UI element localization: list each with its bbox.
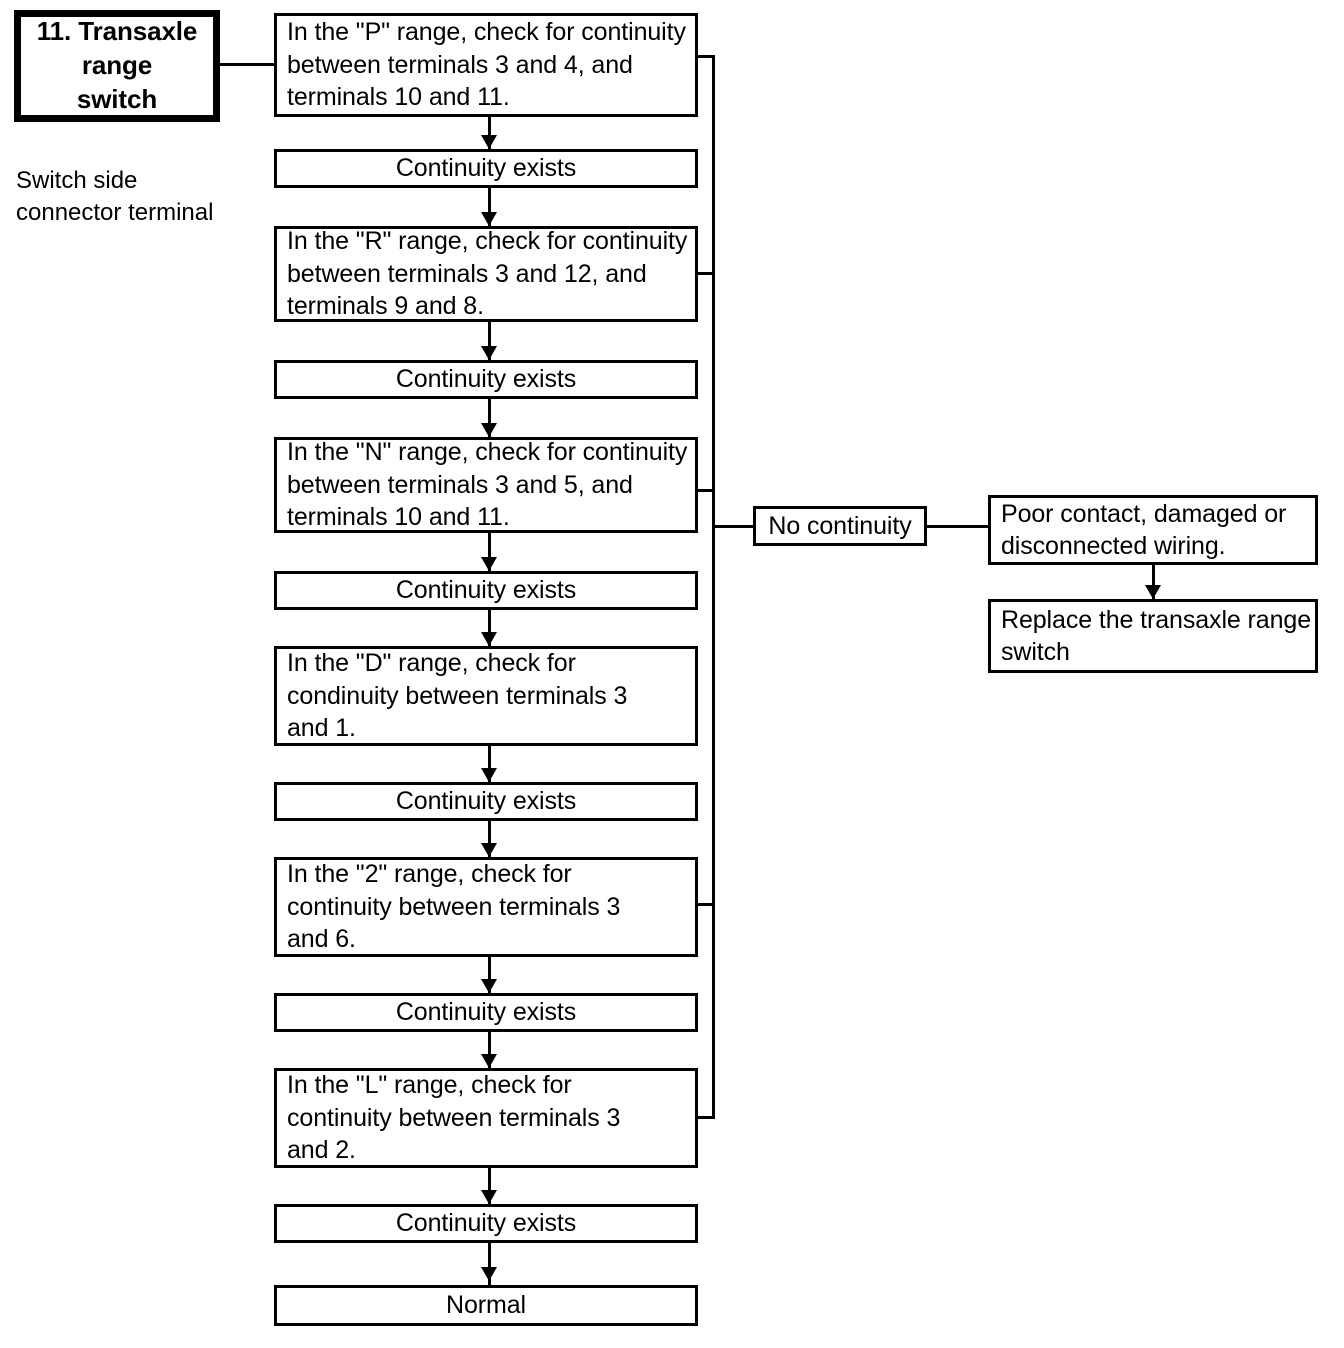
arrow-line-check-n-to-result-n [488,533,491,571]
step-result-p-label: Continuity exists [395,154,577,183]
branch-action-box: Replace the transaxle range switch [988,599,1318,673]
step-result-n: Continuity exists [274,571,698,610]
arrow-line-result-p-to-check-r [488,188,491,228]
branch-stub-check-2 [695,903,715,906]
branch-stub-check-l [695,1116,715,1119]
arrow-head-check-n-to-result-n [481,557,497,571]
arrow-head-result-r-to-check-n [481,423,497,437]
step-result-2: Continuity exists [274,993,698,1032]
step-check-l: In the "L" range, check for continuity b… [274,1068,698,1168]
step-result-r: Continuity exists [274,360,698,399]
branch-stub-check-r [695,272,715,275]
step-result-2-label: Continuity exists [395,998,577,1027]
step-result-p: Continuity exists [274,149,698,188]
arrow-head-cause-to-action [1145,585,1161,599]
step-result-l: Continuity exists [274,1204,698,1243]
branch-stub-check-n [695,489,715,492]
arrow-line-check-l-to-result-l [488,1168,491,1204]
connector-bus-to-no-continuity [712,525,756,528]
step-check-r: In the "R" range, check for continuity b… [274,226,698,322]
arrow-line-result-n-to-check-d [488,610,491,648]
arrow-head-result-2-to-check-l [481,1054,497,1068]
arrow-line-check-d-to-result-d [488,746,491,782]
title-box-transaxle-range-switch: 11. Transaxle range switch [14,10,220,122]
arrow-line-cause-to-action [1152,565,1155,600]
branch-no-continuity: No continuity [753,506,927,546]
connector-no-continuity-to-cause [927,525,991,528]
arrow-head-result-d-to-check-2 [481,843,497,857]
arrow-line-result-d-to-check-2 [488,821,491,858]
step-check-p-label: In the "P" range, check for continuity b… [287,18,686,112]
step-check-d-label: In the "D" range, check for condinuity b… [287,649,628,743]
step-check-n-label: In the "N" range, check for continuity b… [287,438,688,532]
step-check-p: In the "P" range, check for continuity b… [274,13,698,117]
arrow-head-result-p-to-check-r [481,212,497,226]
arrow-line-check-2-to-result-2 [488,957,491,993]
branch-stub-check-p [695,55,715,58]
step-check-n: In the "N" range, check for continuity b… [274,437,698,533]
step-check-2: In the "2" range, check for continuity b… [274,857,698,957]
arrow-line-result-l-to-normal [488,1243,491,1285]
arrow-head-check-2-to-result-2 [481,979,497,993]
branch-cause-label: Poor contact, damaged or disconnected wi… [1001,499,1287,561]
branch-cause-box: Poor contact, damaged or disconnected wi… [988,495,1318,565]
step-check-r-label: In the "R" range, check for continuity b… [287,227,688,321]
arrow-line-check-p-to-result-p [488,117,491,149]
step-check-2-label: In the "2" range, check for continuity b… [287,860,621,954]
arrow-line-check-r-to-result-r [488,322,491,360]
step-result-l-label: Continuity exists [395,1209,577,1238]
step-result-n-label: Continuity exists [395,576,577,605]
step-result-d: Continuity exists [274,782,698,821]
switch-side-connector-terminal-caption: Switch side connector terminal [16,167,214,226]
arrow-head-result-l-to-normal [481,1267,497,1281]
arrow-line-result-r-to-check-n [488,399,491,439]
step-normal-label: Normal [446,1291,526,1320]
step-check-l-label: In the "L" range, check for continuity b… [287,1071,621,1165]
branch-action-label: Replace the transaxle range switch [1001,605,1311,667]
step-result-r-label: Continuity exists [395,365,577,394]
connector-title-to-check-p [220,63,276,66]
arrow-head-check-p-to-result-p [481,135,497,149]
branch-no-continuity-label: No continuity [768,511,912,540]
arrow-head-check-l-to-result-l [481,1190,497,1204]
step-check-d: In the "D" range, check for condinuity b… [274,646,698,746]
no-continuity-bus-line [712,55,715,1119]
arrow-head-check-r-to-result-r [481,346,497,360]
step-normal: Normal [274,1285,698,1326]
arrow-line-result-2-to-check-l [488,1032,491,1069]
step-result-d-label: Continuity exists [395,787,577,816]
title-box-label: 11. Transaxle range switch [36,16,198,114]
arrow-head-check-d-to-result-d [481,768,497,782]
arrow-head-result-n-to-check-d [481,632,497,646]
